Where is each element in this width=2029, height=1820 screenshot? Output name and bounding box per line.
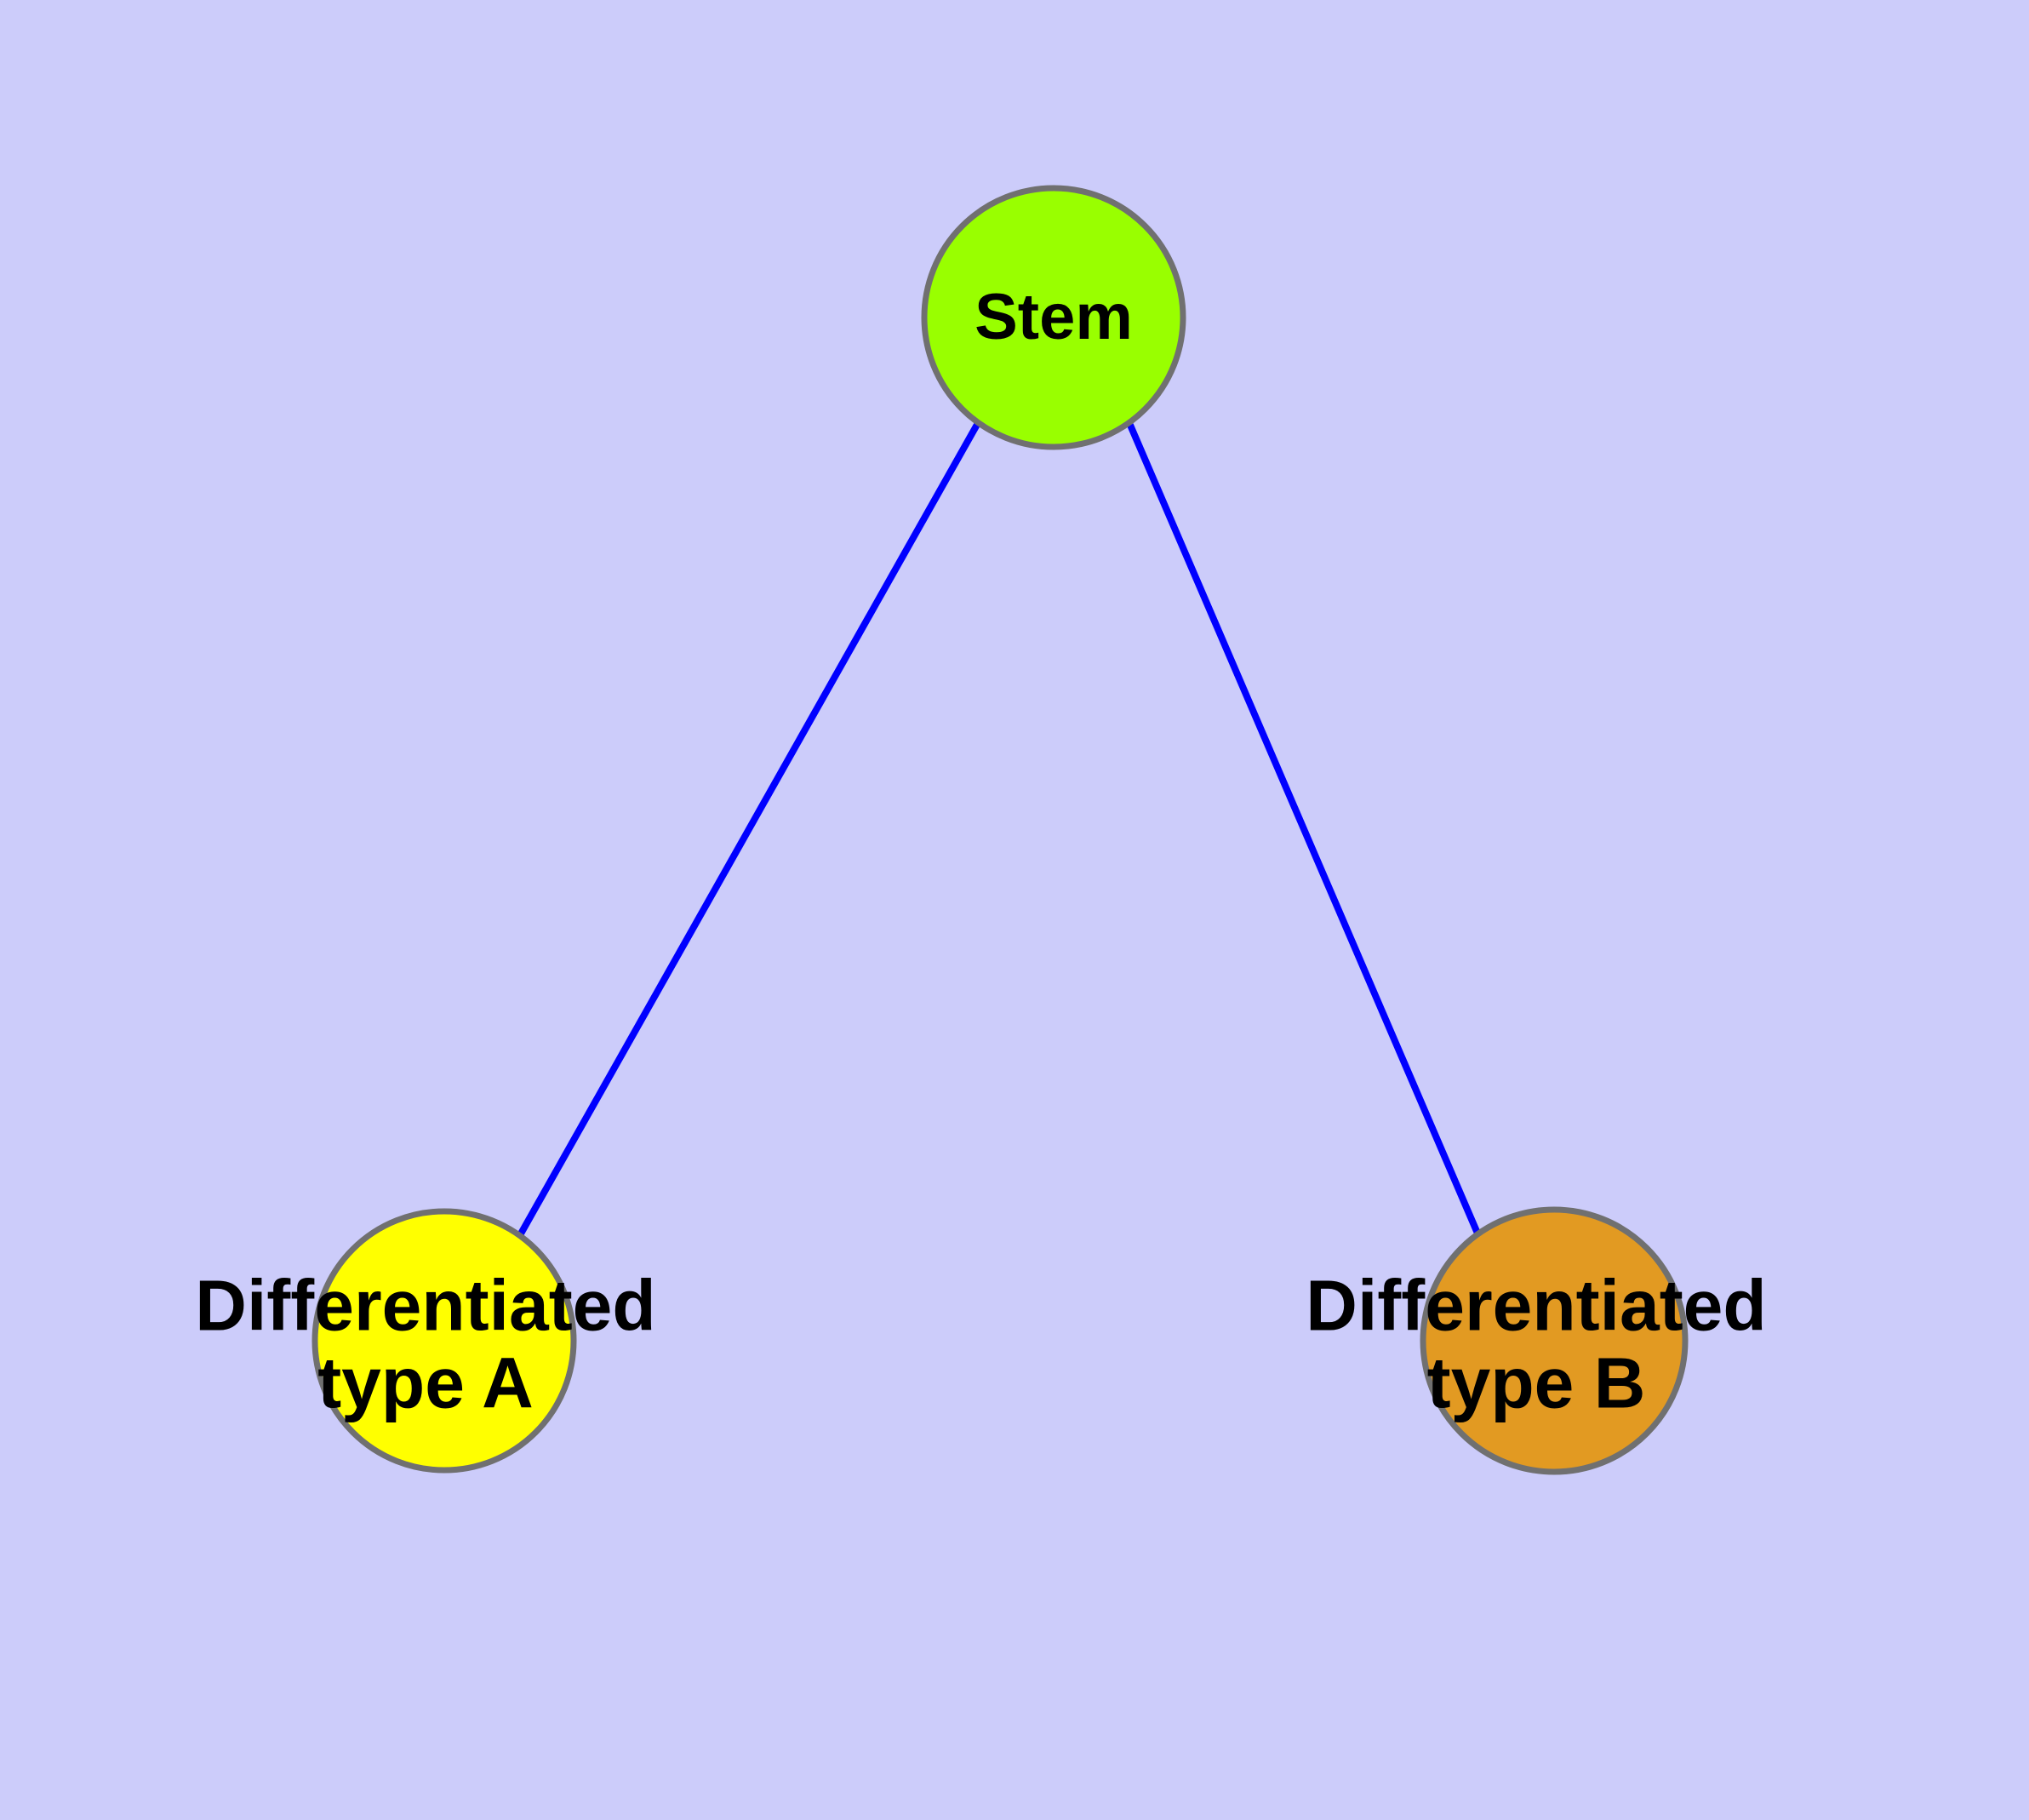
node-stem[interactable] xyxy=(921,185,1186,450)
edge-stem-to-type-a[interactable] xyxy=(517,421,981,1237)
edge-layer xyxy=(517,421,1482,1237)
node-type-a[interactable] xyxy=(311,1208,577,1474)
edge-stem-to-type-b[interactable] xyxy=(1126,421,1482,1237)
node-layer xyxy=(311,185,1689,1475)
node-type-b[interactable] xyxy=(1420,1206,1689,1475)
